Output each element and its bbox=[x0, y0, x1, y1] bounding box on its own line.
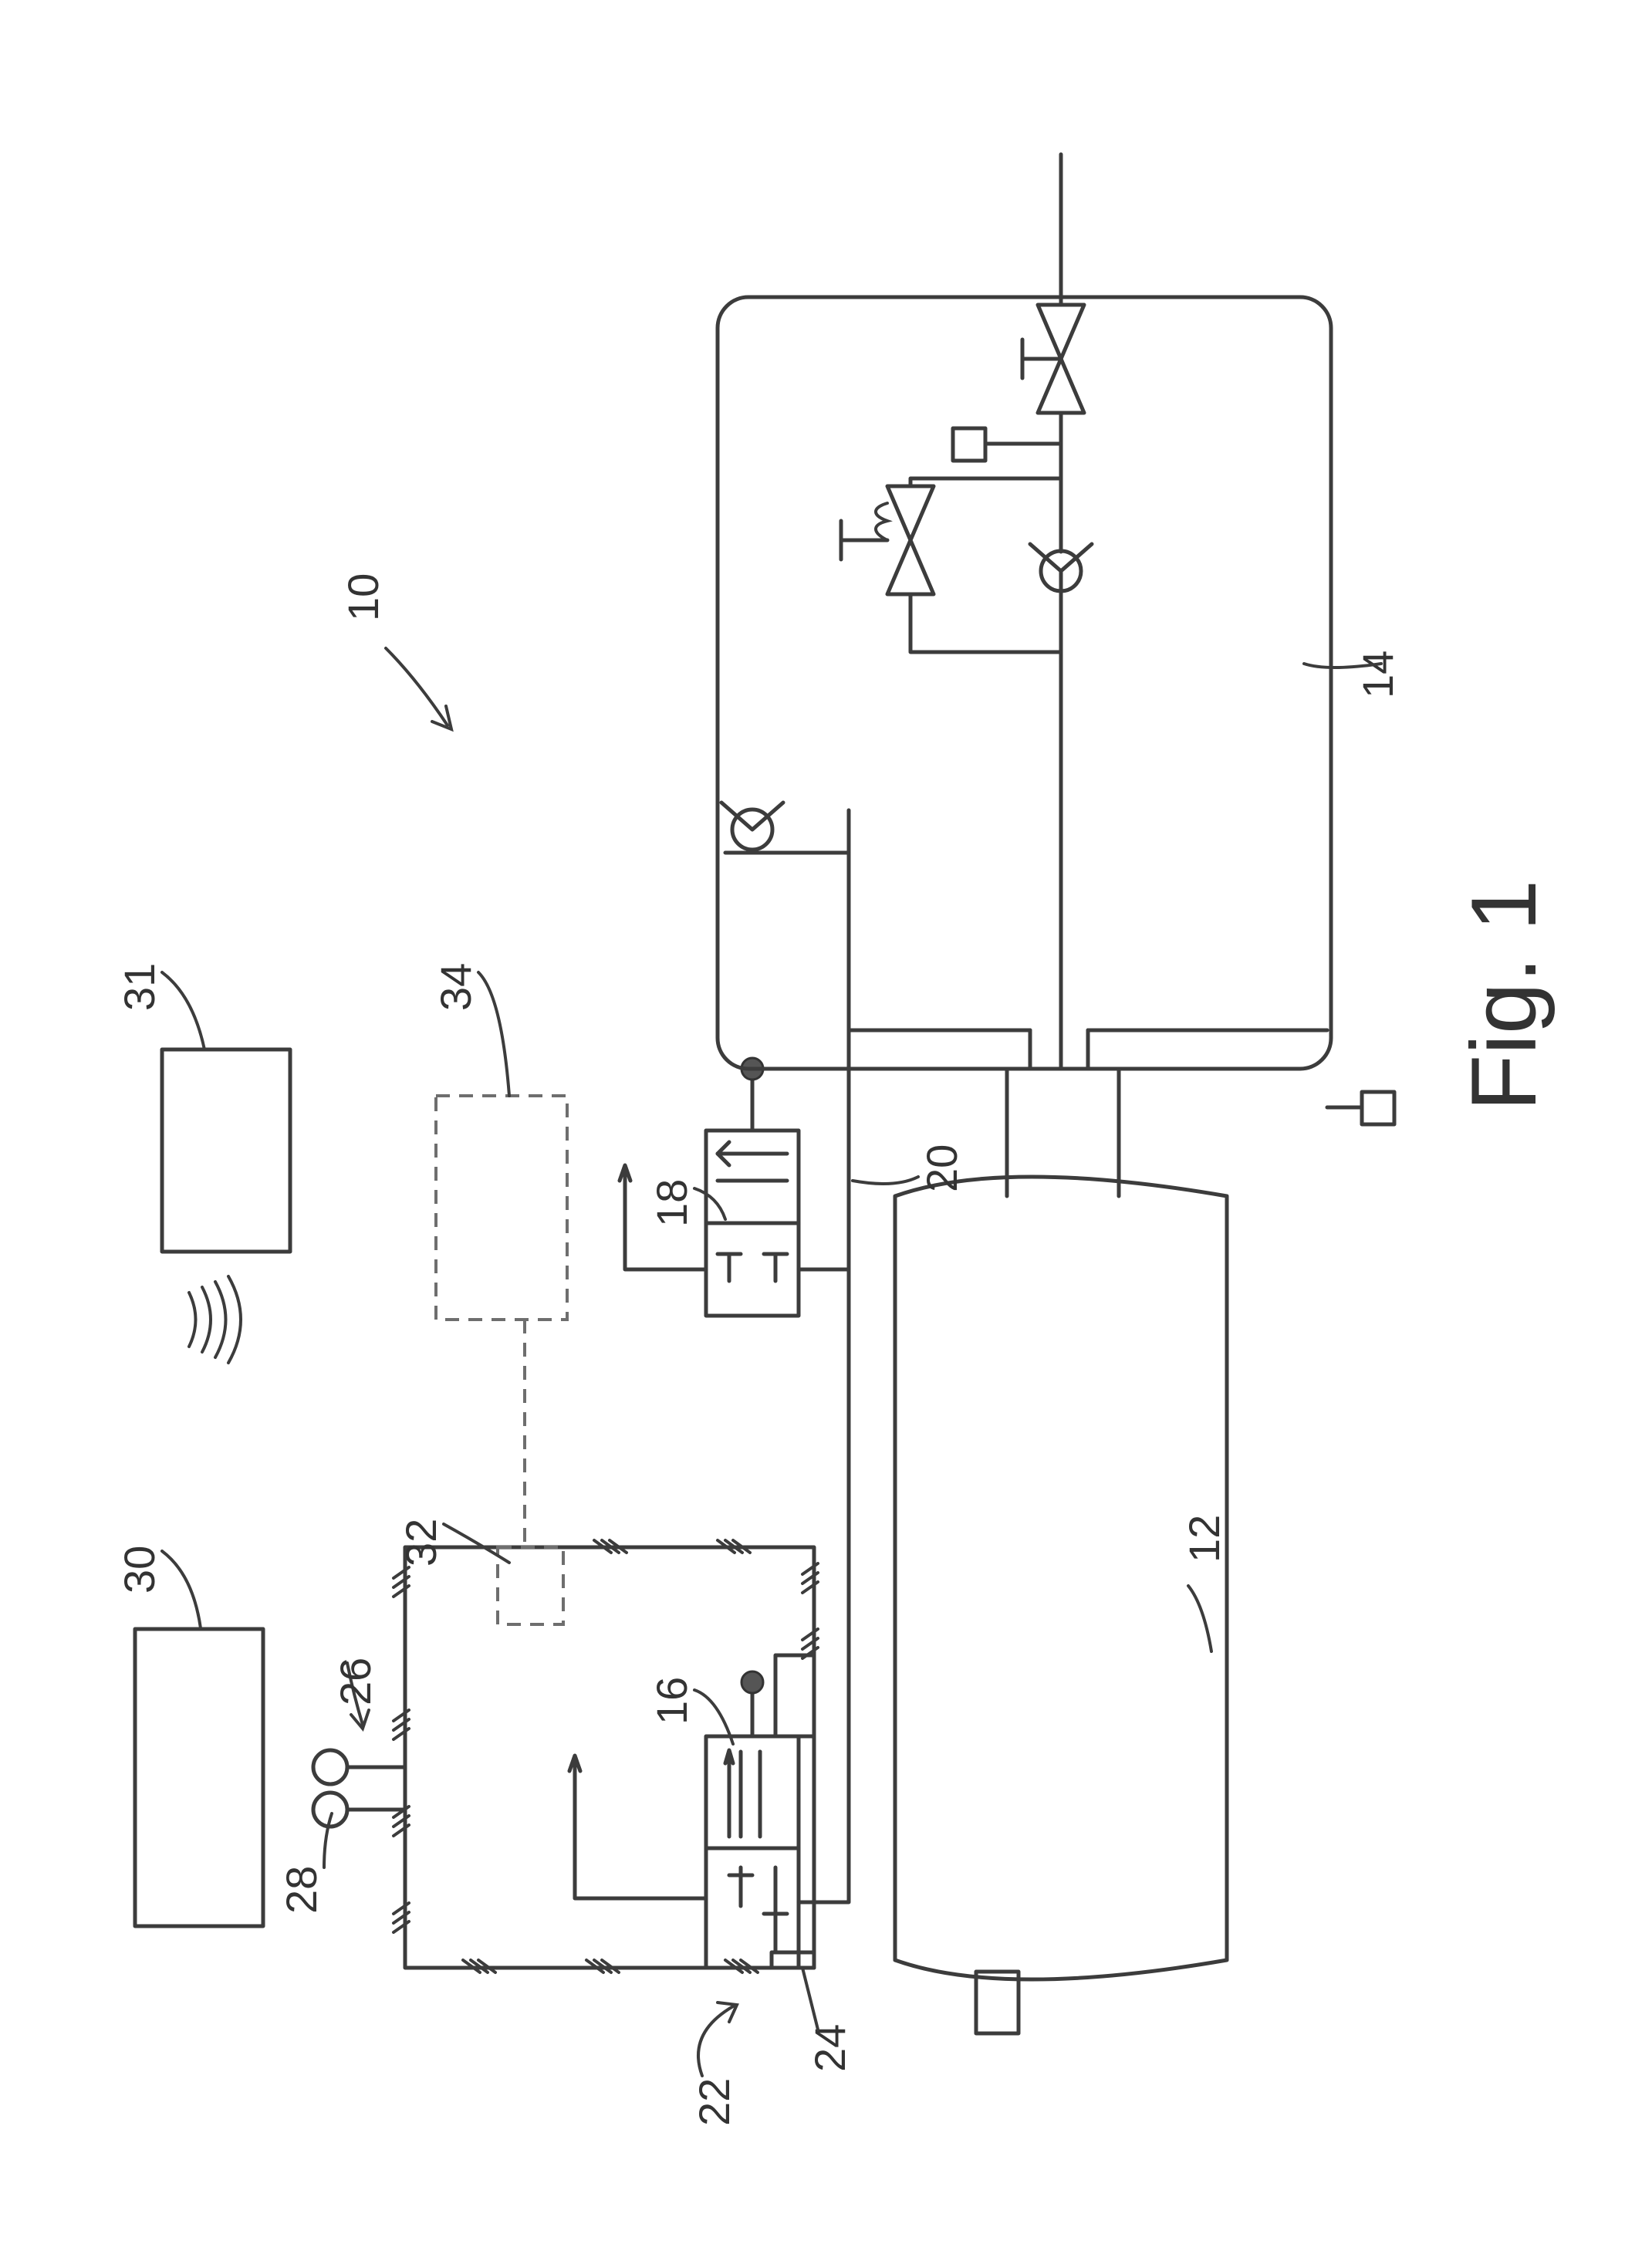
housing-22 bbox=[405, 1547, 814, 1968]
ref-28: 28 bbox=[277, 1866, 326, 1914]
housing-hatch-marks bbox=[394, 1540, 818, 1972]
line-20 bbox=[799, 810, 849, 1902]
leader-20 bbox=[853, 1177, 918, 1184]
ref-30: 30 bbox=[115, 1546, 164, 1594]
leader-18 bbox=[694, 1188, 725, 1219]
ref-34: 34 bbox=[431, 963, 480, 1011]
ref-18: 18 bbox=[647, 1179, 696, 1227]
ref-20: 20 bbox=[917, 1144, 966, 1192]
valve-18 bbox=[706, 1131, 799, 1316]
tank-12 bbox=[895, 1177, 1227, 1979]
ref-26: 26 bbox=[331, 1658, 380, 1705]
port-24 bbox=[772, 1952, 814, 1968]
check-valve-icon bbox=[721, 803, 783, 850]
actuator-box-16 bbox=[775, 1655, 814, 1736]
figure-caption: Fig. 1 bbox=[1452, 880, 1556, 1111]
ref-32: 32 bbox=[397, 1519, 445, 1567]
box-31 bbox=[162, 1049, 290, 1252]
leader-24 bbox=[802, 1968, 818, 2030]
box-30 bbox=[135, 1629, 263, 1926]
connector-26 bbox=[347, 1767, 405, 1810]
ref-22: 22 bbox=[690, 2078, 738, 2126]
relief-bypass bbox=[910, 594, 1061, 652]
leader-30 bbox=[162, 1551, 201, 1628]
ref-12: 12 bbox=[1180, 1515, 1228, 1563]
ref-16: 16 bbox=[647, 1677, 696, 1725]
box-32-dashed bbox=[498, 1547, 563, 1624]
leader-31 bbox=[162, 972, 204, 1049]
leader-28 bbox=[324, 1813, 332, 1867]
check-valve-line bbox=[725, 853, 849, 1030]
ref-24: 24 bbox=[806, 2024, 854, 2072]
ref-10: 10 bbox=[339, 573, 387, 621]
shutoff-valve-icon bbox=[1022, 305, 1084, 413]
leader-10 bbox=[386, 648, 448, 725]
valve-16 bbox=[706, 1736, 799, 1968]
leader-34 bbox=[478, 972, 509, 1096]
sensor-bottom bbox=[1362, 1092, 1394, 1124]
ref-14: 14 bbox=[1353, 651, 1402, 698]
box-34-dashed bbox=[436, 1096, 567, 1320]
leader-12 bbox=[1188, 1586, 1211, 1651]
module-14 bbox=[718, 297, 1331, 1069]
actuator-dot-16 bbox=[742, 1671, 763, 1693]
wireless-signal-icon bbox=[189, 1276, 241, 1363]
exhaust-16 bbox=[575, 1759, 706, 1898]
relief-valve-icon bbox=[841, 486, 934, 594]
leader-32 bbox=[444, 1524, 509, 1563]
ref-31: 31 bbox=[115, 963, 164, 1011]
sensor-box bbox=[953, 428, 985, 461]
leader-22 bbox=[698, 2006, 733, 2076]
